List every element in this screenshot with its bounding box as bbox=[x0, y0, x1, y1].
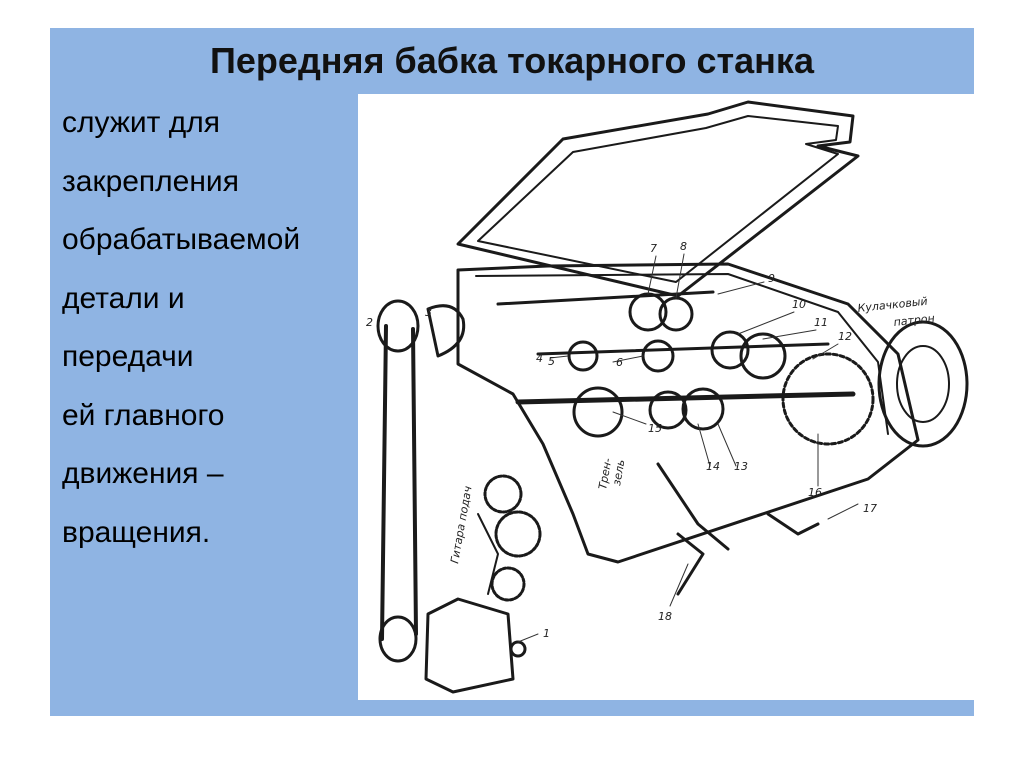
chuck-face bbox=[896, 345, 950, 423]
part-label-14: 14 bbox=[706, 460, 720, 473]
body-line: обрабатываемой bbox=[62, 223, 301, 256]
lever-18 bbox=[676, 532, 705, 596]
part-label-3: 3 bbox=[425, 306, 432, 319]
headstock-schematic-svg: 1 2 3 4 5 6 7 8 9 10 11 12 13 14 15 16 1… bbox=[366, 100, 969, 694]
gear-15 bbox=[572, 386, 624, 438]
lid bbox=[456, 100, 860, 298]
body-line: детали и bbox=[62, 281, 185, 315]
body-line: закрепления bbox=[62, 164, 239, 198]
housing-inner-rim bbox=[475, 273, 889, 435]
part-label-2: 2 bbox=[366, 316, 373, 329]
tremel-label-line2: зель bbox=[610, 459, 627, 487]
motor-shaft bbox=[509, 640, 527, 658]
body-line: ей главного bbox=[62, 398, 225, 432]
part-label-15: 15 bbox=[648, 422, 662, 435]
feed-gear-c bbox=[490, 566, 526, 602]
part-label-6: 6 bbox=[616, 356, 623, 369]
part-label-11: 11 bbox=[814, 316, 828, 329]
chuck-label-line1: Кулачковый bbox=[857, 295, 928, 315]
body-line: вращения. bbox=[62, 515, 211, 549]
chuck bbox=[877, 320, 969, 448]
part-label-1: 1 bbox=[543, 627, 550, 640]
part-label-16: 16 bbox=[808, 486, 822, 499]
pulley-2 bbox=[376, 299, 420, 353]
belt bbox=[380, 324, 418, 641]
lever-17 bbox=[766, 512, 820, 536]
feed-bracket bbox=[477, 513, 499, 595]
part-label-12: 12 bbox=[838, 330, 852, 343]
part-label-17: 17 bbox=[863, 502, 877, 515]
body-line: передачи bbox=[62, 340, 194, 373]
slide: Передняя бабка токарного станка служит д… bbox=[50, 28, 974, 716]
feed-gear-label: Гитара подач bbox=[448, 485, 475, 565]
body-line: служит для bbox=[62, 106, 220, 139]
chuck-label-line2: патрон bbox=[893, 312, 935, 329]
part-label-4: 4 bbox=[536, 352, 543, 365]
feed-gear-b bbox=[494, 510, 542, 558]
pulley-3 bbox=[426, 304, 466, 358]
gear-14 bbox=[648, 390, 688, 430]
gear-5 bbox=[567, 340, 599, 372]
part-label-9: 9 bbox=[768, 272, 775, 285]
part-label-10: 10 bbox=[792, 298, 806, 311]
slide-title: Передняя бабка токарного станка bbox=[210, 40, 814, 81]
headstock-drawing: 1 2 3 4 5 6 7 8 9 10 11 12 13 14 15 16 1… bbox=[358, 94, 974, 700]
shaft-4 bbox=[536, 342, 830, 356]
part-label-8: 8 bbox=[680, 240, 687, 253]
feed-gear-a bbox=[483, 474, 523, 514]
lever-16 bbox=[656, 462, 730, 551]
part-label-13: 13 bbox=[734, 460, 748, 473]
part-label-7: 7 bbox=[650, 242, 657, 255]
housing-front-face bbox=[457, 363, 589, 555]
body-text: служит для закрепления обрабатываемой де… bbox=[62, 108, 362, 576]
part-label-5: 5 bbox=[548, 355, 555, 368]
motor-1 bbox=[424, 597, 515, 694]
pulley-motor bbox=[378, 615, 418, 663]
body-line: движения – bbox=[62, 457, 224, 490]
gear-12 bbox=[781, 352, 875, 446]
gear-6 bbox=[641, 339, 675, 373]
housing bbox=[456, 262, 920, 564]
gear-13 bbox=[681, 387, 725, 431]
lid-inner bbox=[477, 115, 839, 283]
gear-11 bbox=[739, 332, 787, 380]
gear-10 bbox=[710, 330, 750, 370]
part-label-18: 18 bbox=[658, 610, 672, 623]
tremel-label-line1: Трен- bbox=[596, 457, 614, 490]
